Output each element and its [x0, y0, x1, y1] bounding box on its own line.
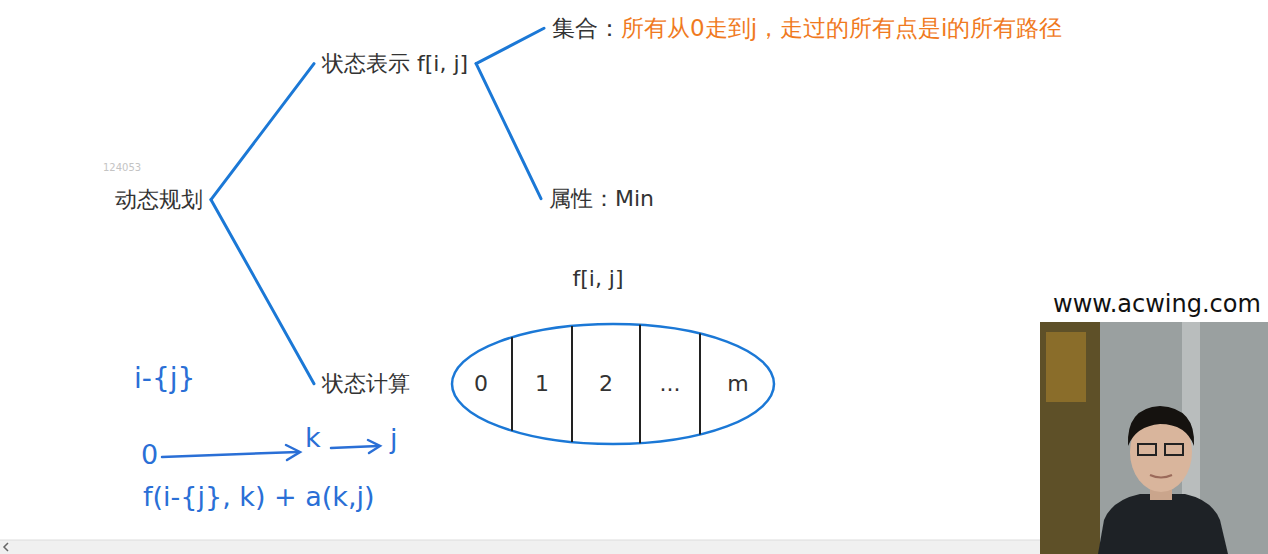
node-text: 状态计算	[322, 371, 410, 396]
cell-divider	[511, 337, 513, 430]
webcam-frame	[1040, 322, 1268, 554]
handwritten-note: k	[305, 423, 321, 453]
watermark-number: 124053	[103, 162, 141, 173]
mindmap-branch	[476, 28, 544, 63]
node-text: 状态表示 f[i, j]	[322, 51, 468, 76]
node-text: 1	[535, 371, 549, 396]
webcam-glasses	[1165, 444, 1183, 455]
leaf-topic: 属性：Min	[547, 184, 656, 213]
node-text: m	[727, 371, 748, 396]
webcam-door	[1040, 322, 1100, 554]
branch-topic: 状态表示 f[i, j]	[320, 49, 470, 78]
watermark-url: www.acwing.com	[1053, 291, 1261, 317]
arrow-head	[286, 445, 300, 460]
node-text: 属性：Min	[549, 186, 654, 211]
node-text: 动态规划	[115, 187, 203, 212]
state-cell: m	[700, 324, 776, 444]
webcam-glasses	[1138, 444, 1156, 455]
state-cell: 0	[450, 324, 512, 444]
ellipse-heading: f[i, j]	[450, 266, 746, 291]
branch-topic: 状态计算	[320, 369, 412, 398]
ellipse-outline	[450, 266, 776, 446]
webcam-shirt	[1098, 494, 1228, 554]
node-text: 集合：	[552, 15, 621, 41]
node-text: ...	[660, 371, 681, 396]
state-ellipse: f[i, j] 0 1 2... m	[450, 266, 776, 446]
cell-divider	[699, 334, 701, 435]
handwritten-note: j	[390, 424, 398, 454]
hand-arrow	[331, 446, 378, 448]
cell-divider	[571, 326, 573, 442]
mindmap-branch	[211, 64, 314, 200]
handwritten-note: 0	[141, 440, 158, 470]
webcam-door-panel	[1046, 332, 1086, 402]
state-cell: 2	[572, 324, 640, 444]
root-topic: 动态规划	[113, 185, 205, 214]
scroll-chevron	[4, 543, 8, 551]
node-text: 0	[474, 371, 488, 396]
arrow-head	[368, 440, 380, 453]
node-text: 2	[599, 371, 613, 396]
node-text: 所有从0走到j，走过的所有点是i的所有路径	[621, 15, 1062, 41]
mindmap-branch	[476, 64, 541, 199]
webcam-hair	[1128, 406, 1194, 446]
state-cell: ...	[640, 324, 700, 444]
ellipse-border	[452, 324, 774, 444]
hand-arrow	[162, 452, 298, 457]
state-cell: 1	[512, 324, 572, 444]
handwritten-note: i-{j}	[134, 364, 195, 395]
cell-divider	[639, 325, 641, 443]
mindmap-branch	[211, 200, 314, 384]
leaf-topic: 集合：所有从0走到j，走过的所有点是i的所有路径	[550, 13, 1064, 43]
webcam-mouth	[1150, 475, 1172, 478]
handwritten-formula: f(i-{j}, k) + a(k,j)	[143, 482, 375, 512]
